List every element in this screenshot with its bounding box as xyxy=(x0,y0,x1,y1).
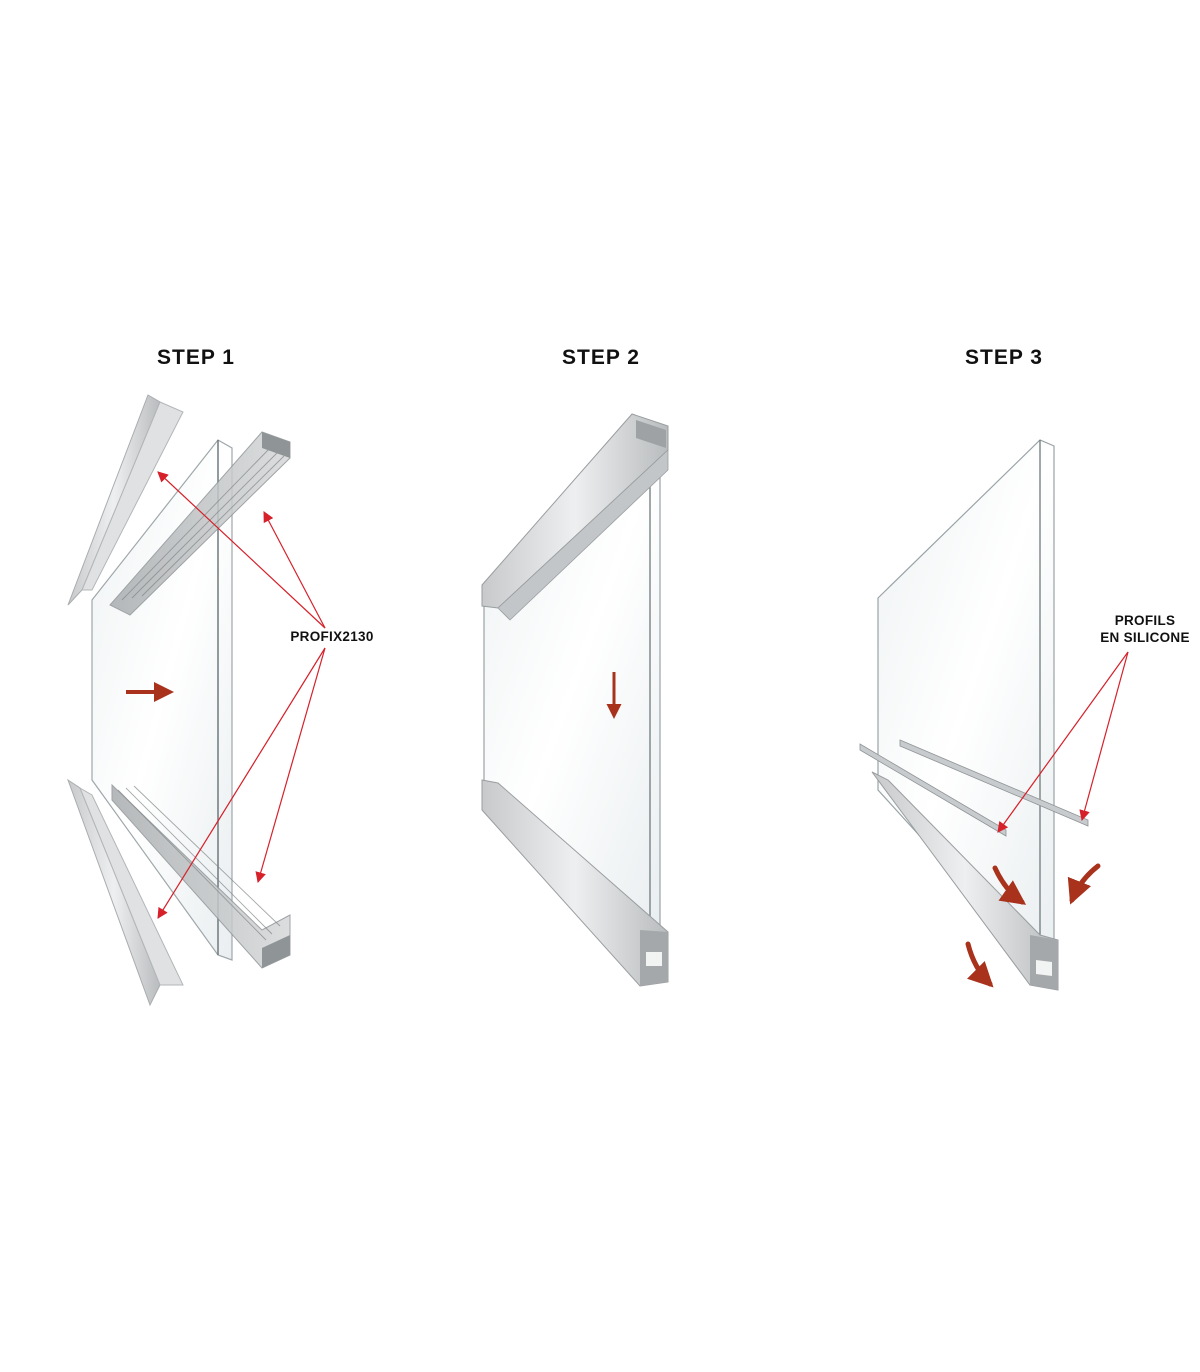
step-3-illustration xyxy=(859,439,1129,991)
bottom-cover-profile xyxy=(67,778,184,1007)
silicone-callout-line-1: PROFILS xyxy=(1114,613,1176,628)
silicone-leader-lines xyxy=(997,651,1129,833)
bottom-profile-mounted xyxy=(481,779,669,987)
profix-callout-label: PROFIX2130 xyxy=(290,629,374,644)
step-2-title: STEP 2 xyxy=(562,346,640,369)
top-clamp-profile xyxy=(109,431,291,616)
step-1-illustration xyxy=(67,394,326,1007)
silicone-callout-line-2: EN SILICONE xyxy=(1100,630,1190,645)
step-1-title: STEP 1 xyxy=(157,346,235,369)
profix-leader-lines xyxy=(157,471,326,919)
top-profile-mounted xyxy=(481,413,669,621)
bottom-profile-with-cover xyxy=(871,771,1059,991)
rotation-arrows xyxy=(965,863,1101,988)
silicone-callout-label: PROFILS EN SILICONE xyxy=(1090,612,1200,646)
step-3-title: STEP 3 xyxy=(965,346,1043,369)
top-cover-profile xyxy=(67,394,184,606)
step-2-illustration xyxy=(481,413,669,987)
bottom-clamp-profile xyxy=(111,783,291,969)
